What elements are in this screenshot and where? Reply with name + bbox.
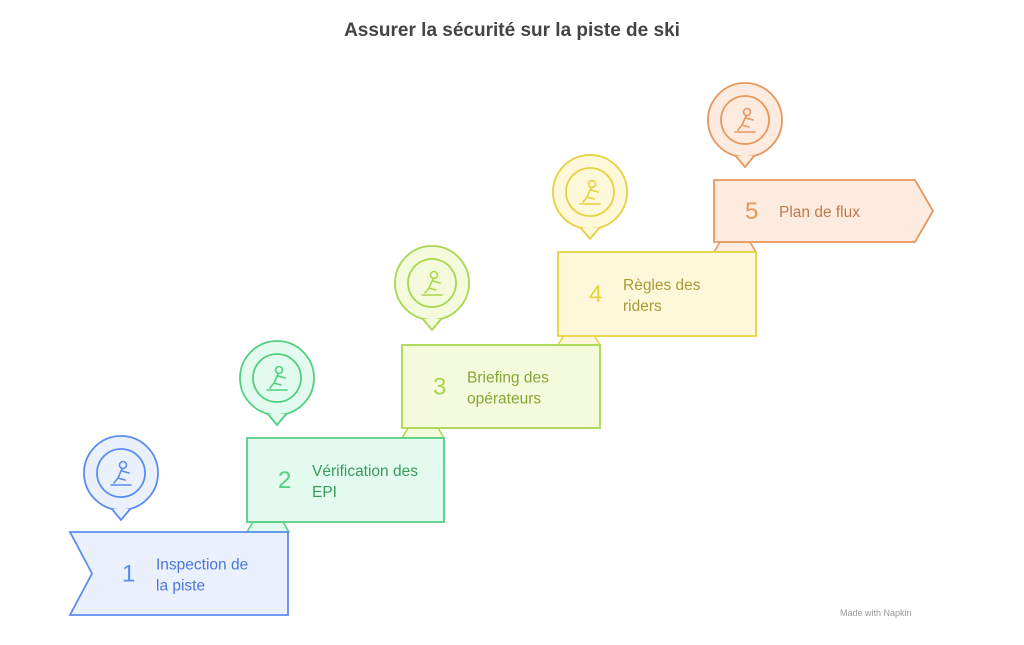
icon-pin	[394, 245, 470, 332]
diagram-title: Assurer la sécurité sur la piste de ski	[344, 20, 680, 41]
team-briefing-icon	[421, 270, 443, 296]
step-box	[246, 437, 445, 523]
step-box	[68, 531, 289, 616]
step-5: 5 Plan de flux	[707, 82, 935, 243]
step-box	[401, 344, 601, 429]
step-label-line1: Règles des	[623, 277, 701, 294]
step-label-line2: riders	[623, 298, 662, 315]
step-box	[713, 179, 935, 243]
goggles-person-icon	[266, 365, 288, 391]
step-label: Plan de flux	[779, 204, 860, 221]
icon-pin	[83, 435, 159, 522]
step-1: 1 Inspection de la piste	[68, 435, 291, 616]
step-number: 2	[278, 467, 291, 494]
step-label-line2: EPI	[312, 484, 337, 501]
icon-pin	[707, 82, 783, 169]
fold-tab	[245, 521, 291, 533]
step-3: 3 Briefing des opérateurs	[394, 245, 602, 429]
step-number: 4	[589, 281, 602, 308]
cross-country-skier-icon	[734, 107, 756, 133]
step-label-line1: Inspection de	[156, 557, 248, 574]
snowboarder-icon	[579, 179, 601, 205]
step-label-line1: Vérification des	[312, 463, 418, 480]
step-4: 4 Règles des riders	[552, 154, 758, 337]
step-label-line2: opérateurs	[467, 391, 541, 408]
fold-tab	[400, 427, 446, 439]
step-label-line2: la piste	[156, 578, 205, 595]
icon-pin	[552, 154, 628, 241]
fold-tab	[712, 241, 758, 253]
step-label-line1: Briefing des	[467, 370, 549, 387]
watermark: Made with Napkin	[840, 608, 912, 618]
step-number: 5	[745, 198, 758, 225]
step-number: 3	[433, 374, 446, 401]
step-number: 1	[122, 561, 135, 588]
skier-inspection-icon	[110, 460, 132, 486]
icon-pin	[239, 340, 315, 427]
step-box	[557, 251, 757, 337]
